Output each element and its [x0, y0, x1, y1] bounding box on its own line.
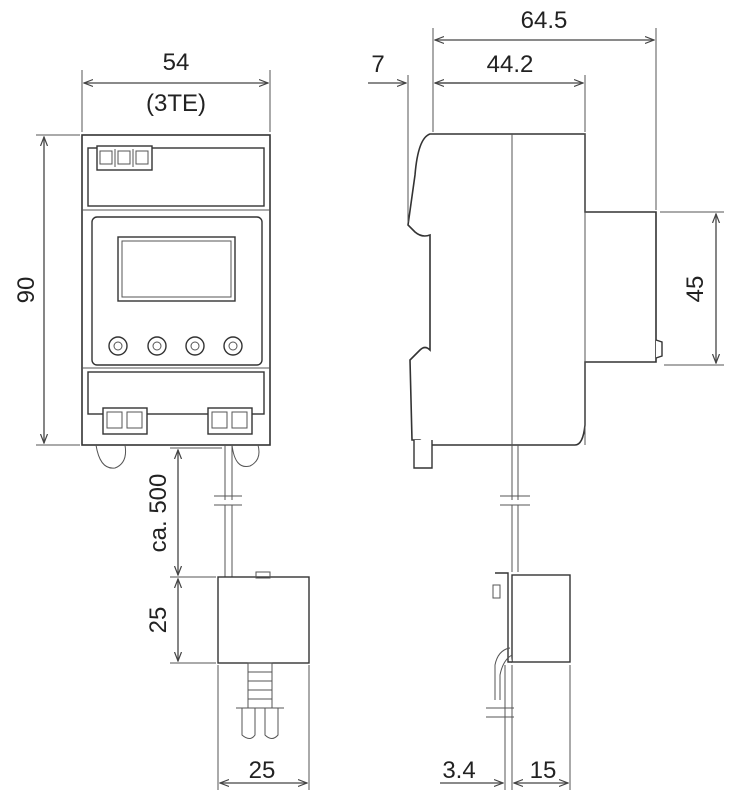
cable-loop-right [231, 444, 260, 468]
side-view [407, 133, 663, 718]
dim-sensor-height: 25 [145, 607, 172, 634]
terminal-block-bottom-right [207, 407, 253, 435]
lower-panel [87, 371, 265, 415]
sensor-housing [217, 576, 310, 664]
side-housing [407, 133, 657, 446]
front-view [81, 134, 310, 739]
side-dimensions [368, 28, 724, 790]
dim-sensor-width: 25 [249, 757, 276, 784]
terminal-block-top [96, 145, 153, 171]
front-dimensions [36, 70, 310, 790]
side-knob [655, 339, 663, 359]
dim-front-depth: 44.2 [487, 51, 534, 78]
push-buttons [108, 336, 243, 356]
dim-front-height: 45 [682, 276, 709, 303]
din-rail-clip [413, 440, 433, 469]
sensor-clip [236, 662, 284, 739]
dim-side-depth: 64.5 [521, 7, 568, 34]
dim-rail-offset: 7 [371, 51, 384, 78]
display-screen [121, 240, 232, 298]
display-frame [117, 236, 236, 302]
dim-cable-length: ca. 500 [145, 474, 172, 553]
dim-height: 90 [13, 277, 40, 304]
sensor-side-housing [511, 574, 571, 663]
sensor-bracket [495, 572, 512, 663]
dim-clip-depth: 3.4 [442, 757, 475, 784]
cable-loop-left [95, 444, 126, 469]
dim-front-width: 54 [163, 49, 190, 76]
dim-front-width-note: (3TE) [146, 90, 206, 117]
terminal-block-bottom-left [102, 407, 148, 435]
dim-sensor-depth: 15 [530, 757, 557, 784]
